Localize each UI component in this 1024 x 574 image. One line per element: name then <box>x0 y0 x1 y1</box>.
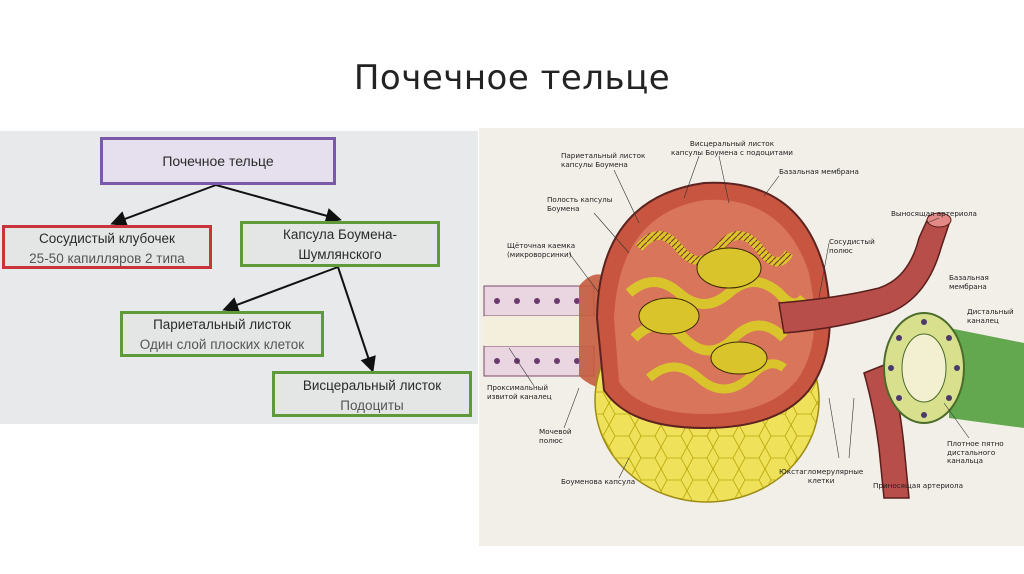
capsule-title-2: Шумлянского <box>298 247 382 262</box>
label-brush-border: Щёточная каемка(микроворсинки) <box>507 241 576 259</box>
scheme-parietal-box: Париетальный листок Один слой плоских кл… <box>120 311 324 357</box>
slide-title: Почечное тельце <box>353 58 671 98</box>
scheme-capsule-box: Капсула Боумена- Шумлянского <box>240 221 440 267</box>
arrow-to-glomerulus <box>110 184 217 227</box>
label-basal-membrane-top: Базальная мембрана <box>779 167 859 176</box>
scheme-arrows <box>110 184 376 373</box>
scheme-root-label: Почечное тельце <box>162 153 274 169</box>
scheme-glomerulus-box: Сосудистый клубочек 25-50 капилляров 2 т… <box>2 225 212 269</box>
label-efferent-arteriole: Выносящая артериола <box>891 209 977 218</box>
renal-corpuscle-illustration <box>483 155 1024 503</box>
glomerulus-tuft <box>625 231 808 394</box>
glomerulus-detail: 25-50 капилляров 2 типа <box>29 251 185 266</box>
label-bowman-capsule: Боуменова капсула <box>561 477 636 486</box>
scheme-visceral-box: Висцеральный листок Подоциты <box>272 371 472 417</box>
distal-tubule <box>883 312 1024 428</box>
visceral-detail: Подоциты <box>340 398 404 413</box>
glomerulus-title: Сосудистый клубочек <box>39 231 175 246</box>
label-afferent-arteriole: Приносящая артериола <box>873 481 963 490</box>
arrow-to-capsule <box>215 184 342 224</box>
proximal-tubule <box>483 274 609 389</box>
arrow-to-visceral <box>337 266 376 373</box>
capsule-title-1: Капсула Боумена- <box>282 227 398 242</box>
visceral-title: Висцеральный листок <box>302 378 442 393</box>
scheme-panel: Почечное тельце Сосудистый клубочек 25-5… <box>0 131 478 424</box>
parietal-title: Париетальный листок <box>153 317 291 332</box>
scheme-root-box: Почечное тельце <box>100 137 336 185</box>
leader-lines <box>508 155 970 479</box>
parietal-detail: Один слой плоских клеток <box>139 337 305 352</box>
arrow-to-parietal <box>222 266 339 313</box>
efferent-arteriole <box>778 215 950 334</box>
